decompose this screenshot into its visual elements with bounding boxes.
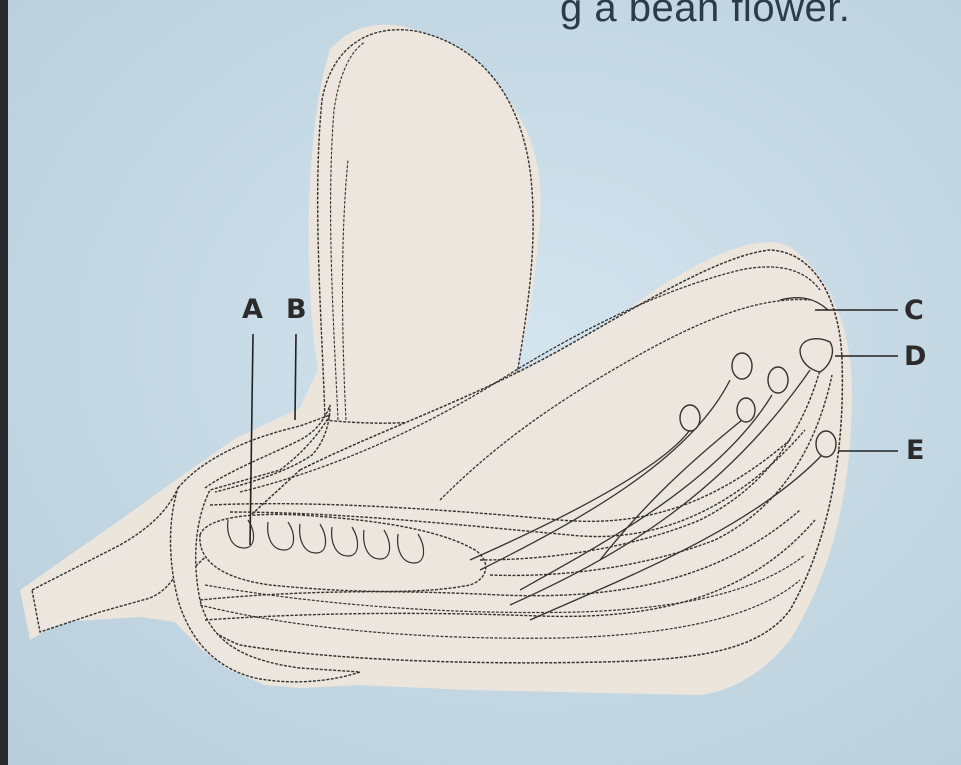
photo-edge: [0, 0, 8, 765]
standard-petal: [318, 30, 533, 423]
label-b: B: [286, 296, 307, 323]
label-a: A: [242, 296, 263, 323]
label-e: E: [906, 437, 924, 464]
label-c: C: [904, 297, 924, 324]
caption-text: g a bean flower.: [560, 0, 850, 31]
label-d: D: [904, 343, 926, 370]
leader-line-b: [295, 334, 296, 420]
